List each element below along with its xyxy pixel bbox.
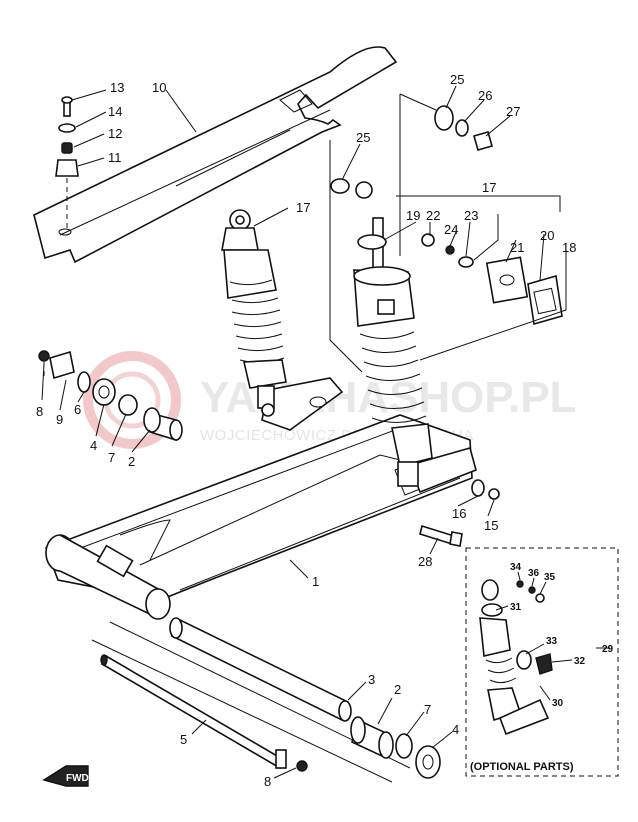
callout-31: 31 bbox=[510, 602, 522, 613]
callout-35: 35 bbox=[544, 572, 556, 583]
leader-lines bbox=[41, 85, 610, 779]
svg-text:FWD: FWD bbox=[66, 773, 89, 784]
right-shock-absorber bbox=[330, 178, 433, 487]
callout-27: 27 bbox=[506, 104, 520, 119]
forward-arrow: FWD bbox=[42, 765, 89, 787]
callout-28: 28 bbox=[418, 554, 432, 569]
callout-25: 25 bbox=[356, 130, 370, 145]
callout-17-right: 17 bbox=[482, 180, 496, 195]
callout-12: 12 bbox=[108, 126, 122, 141]
callout-36: 36 bbox=[528, 568, 540, 579]
optional-parts-label: (OPTIONAL PARTS) bbox=[470, 761, 574, 773]
callout-7-right: 7 bbox=[424, 702, 431, 717]
optional-parts-box: (OPTIONAL PARTS) bbox=[465, 547, 619, 777]
callout-4-left: 4 bbox=[90, 438, 97, 453]
callout-33: 33 bbox=[546, 636, 558, 647]
pivot-shaft bbox=[91, 617, 411, 783]
callout-24: 24 bbox=[444, 222, 458, 237]
upper-shock-hardware bbox=[421, 105, 563, 326]
callout-26: 26 bbox=[478, 88, 492, 103]
callout-1: 1 bbox=[312, 574, 319, 589]
callout-30: 30 bbox=[552, 698, 564, 709]
callout-5: 5 bbox=[180, 732, 187, 747]
callout-15: 15 bbox=[484, 518, 498, 533]
lower-bolts bbox=[419, 479, 500, 547]
callout-23: 23 bbox=[464, 208, 478, 223]
swing-arm bbox=[44, 377, 477, 620]
callout-29: 29 bbox=[602, 644, 614, 655]
callout-3: 3 bbox=[368, 672, 375, 687]
left-shock-absorber bbox=[221, 209, 287, 417]
callout-22: 22 bbox=[426, 208, 440, 223]
callout-18: 18 bbox=[562, 240, 576, 255]
right-pivot-parts bbox=[350, 716, 441, 779]
callout-14: 14 bbox=[108, 104, 122, 119]
callout-8-left: 8 bbox=[36, 404, 43, 419]
callout-21: 21 bbox=[510, 240, 524, 255]
callout-8-right: 8 bbox=[264, 774, 271, 789]
watermark-logo bbox=[83, 351, 181, 449]
callout-13: 13 bbox=[110, 80, 124, 95]
callout-6: 6 bbox=[74, 402, 81, 417]
callout-17-left: 17 bbox=[296, 200, 310, 215]
callouts: 13 14 12 11 10 25 26 27 25 17 17 19 22 2… bbox=[36, 72, 614, 789]
chain-case bbox=[33, 46, 398, 264]
callout-20: 20 bbox=[540, 228, 554, 243]
callout-32: 32 bbox=[574, 656, 586, 667]
callout-34: 34 bbox=[510, 562, 522, 573]
left-pivot-parts bbox=[38, 350, 183, 442]
callout-2-left: 2 bbox=[128, 454, 135, 469]
callout-19: 19 bbox=[406, 208, 420, 223]
callout-11: 11 bbox=[108, 150, 122, 165]
callout-10: 10 bbox=[152, 80, 166, 95]
callout-16: 16 bbox=[452, 506, 466, 521]
callout-2-right: 2 bbox=[394, 682, 401, 697]
callout-9: 9 bbox=[56, 412, 63, 427]
callout-25-top: 25 bbox=[450, 72, 464, 87]
callout-4-right: 4 bbox=[452, 722, 459, 737]
callout-7-left: 7 bbox=[108, 450, 115, 465]
